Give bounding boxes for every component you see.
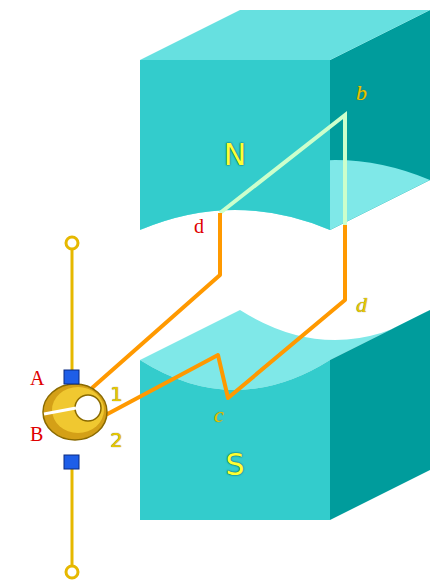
magnet-pole: S [150,420,320,510]
magnet-side [330,310,430,520]
commutator-hole [75,395,101,421]
commutator [43,384,107,440]
segment-number: 1 [110,384,123,404]
brush [64,370,79,384]
vertex-label: c [214,404,224,426]
magnet-top [140,10,430,60]
brush-label: B [30,424,43,444]
vertex-label: d [194,216,204,236]
vertex-label: b [356,82,367,104]
coil-wire [220,115,345,225]
pole-letter: N [224,140,246,170]
terminal-rod [71,249,74,372]
commutator-gap [44,408,76,414]
terminal-rod [71,468,74,566]
terminal [66,237,78,249]
vertex-label: d [356,294,367,316]
brush [64,455,79,469]
magnet-front [140,60,330,230]
pole-letter: S [225,450,244,480]
coil-wire [100,225,345,418]
segment-number: 2 [110,430,123,450]
coil-wire [92,213,220,388]
magnet-pole: N [150,110,320,200]
brush-label: A [30,368,44,388]
magnet-front [140,360,330,520]
terminal [66,566,78,578]
